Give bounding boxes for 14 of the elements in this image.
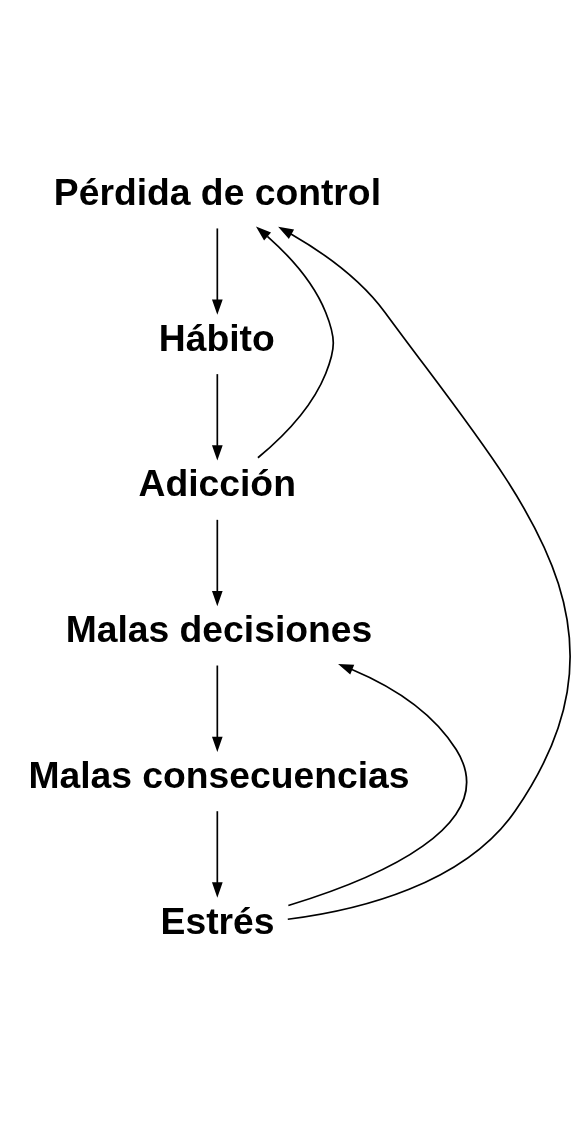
arrow (211, 519, 223, 607)
arrow (287, 663, 468, 907)
node-text: Estrés (160, 899, 275, 942)
node-text: Malas consecuencias (28, 753, 410, 796)
arrow (211, 810, 223, 898)
arrow (278, 226, 571, 921)
arrow (211, 227, 223, 315)
arrow (211, 664, 223, 752)
node-text: Malas decisiones (65, 608, 373, 651)
arrow (211, 373, 223, 461)
arrow (255, 226, 335, 459)
node-text: Adicción (138, 462, 296, 505)
node-text: Pérdida de control (53, 171, 382, 214)
node-text: Hábito (158, 316, 275, 359)
